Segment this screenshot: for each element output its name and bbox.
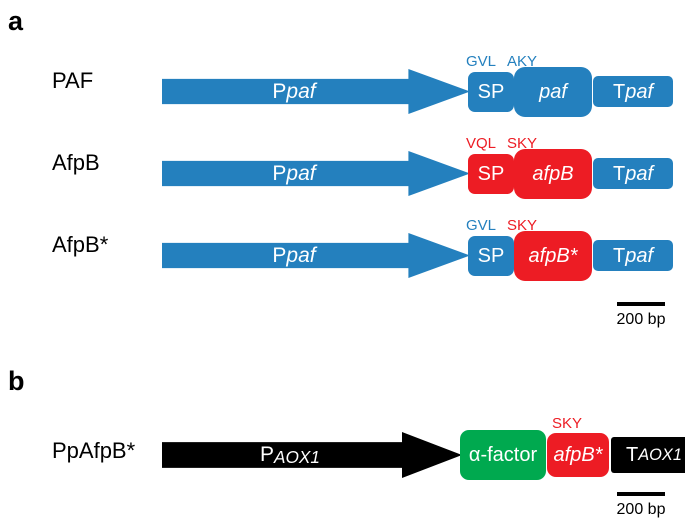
gene-box-sp-row1: SP xyxy=(468,72,514,112)
terminator-italic: AOX1 xyxy=(638,445,682,464)
scalebar-line xyxy=(617,492,665,496)
annotation-sky-row3: SKY xyxy=(507,217,538,234)
promoter-label-row1: Ppaf xyxy=(272,81,315,102)
orf-label-panel-b: afpB* xyxy=(553,444,603,466)
arrow-shape-icon xyxy=(162,151,470,196)
promoter-prefix: P xyxy=(260,442,275,466)
scalebar-panel-b: 200 bp xyxy=(596,492,685,518)
row-label-paf: PAF xyxy=(52,68,94,93)
gene-box-orf-row3: afpB* xyxy=(514,231,592,281)
terminator-prefix: T xyxy=(612,244,626,267)
scalebar-line xyxy=(617,302,665,306)
promoter-arrow-ppaf-row2: Ppaf xyxy=(162,151,470,196)
arrow-shape-icon xyxy=(162,69,470,114)
promoter-prefix: P xyxy=(272,162,287,185)
terminator-italic: paf xyxy=(625,80,654,103)
row-label-ppafpb-star: PpAfpB* xyxy=(52,438,136,463)
row-label-afpb-star: AfpB* xyxy=(52,232,109,257)
promoter-italic: paf xyxy=(286,162,316,185)
gene-box-sp-row3: SP xyxy=(468,236,514,276)
promoter-label-row2: Ppaf xyxy=(272,163,315,184)
promoter-italic: AOX1 xyxy=(274,446,320,467)
promoter-italic: paf xyxy=(286,244,316,267)
terminator-italic: paf xyxy=(625,244,654,267)
promoter-prefix: P xyxy=(272,244,287,267)
panel-a-letter: a xyxy=(8,6,24,36)
terminator-italic: paf xyxy=(625,162,654,185)
panel-b-letter: b xyxy=(8,366,25,396)
annotation-gvl-row1: GVL xyxy=(466,53,497,70)
terminator-prefix: T xyxy=(612,80,626,103)
gene-box-orf-row1: paf xyxy=(514,67,592,117)
gene-box-orf-row2: afpB xyxy=(514,149,592,199)
orf-label-row3: afpB* xyxy=(528,245,578,267)
arrow-shape-icon xyxy=(162,233,470,278)
scalebar-caption: 200 bp xyxy=(616,311,666,328)
scalebar-caption: 200 bp xyxy=(616,501,666,518)
gene-box-alpha-factor: α-factor xyxy=(460,430,546,480)
terminator-prefix: T xyxy=(612,162,626,185)
gene-box-orf-panel-b: afpB* xyxy=(547,433,609,477)
promoter-arrow-ppaf-row1: Ppaf xyxy=(162,69,470,114)
annotation-aky-row1: AKY xyxy=(507,53,538,70)
promoter-label-paox1: PAOX1 xyxy=(260,444,320,466)
promoter-prefix: P xyxy=(272,80,287,103)
orf-label-row1: paf xyxy=(539,81,567,103)
orf-label-row2: afpB xyxy=(532,163,574,185)
terminator-prefix: T xyxy=(626,444,639,466)
promoter-arrow-ppaf-row3: Ppaf xyxy=(162,233,470,278)
scalebar-panel-a: 200 bp xyxy=(596,302,685,328)
promoter-arrow-paox1: PAOX1 xyxy=(162,432,462,478)
gene-box-sp-row2: SP xyxy=(468,154,514,194)
annotation-gvl-row3: GVL xyxy=(466,217,497,234)
promoter-label-row3: Ppaf xyxy=(272,245,315,266)
promoter-italic: paf xyxy=(286,80,316,103)
annotation-sky-row2: SKY xyxy=(507,135,538,152)
annotation-sky-panel-b: SKY xyxy=(552,415,583,432)
row-label-afpb: AfpB xyxy=(52,150,100,175)
annotation-vql-row2: VQL xyxy=(466,135,497,152)
